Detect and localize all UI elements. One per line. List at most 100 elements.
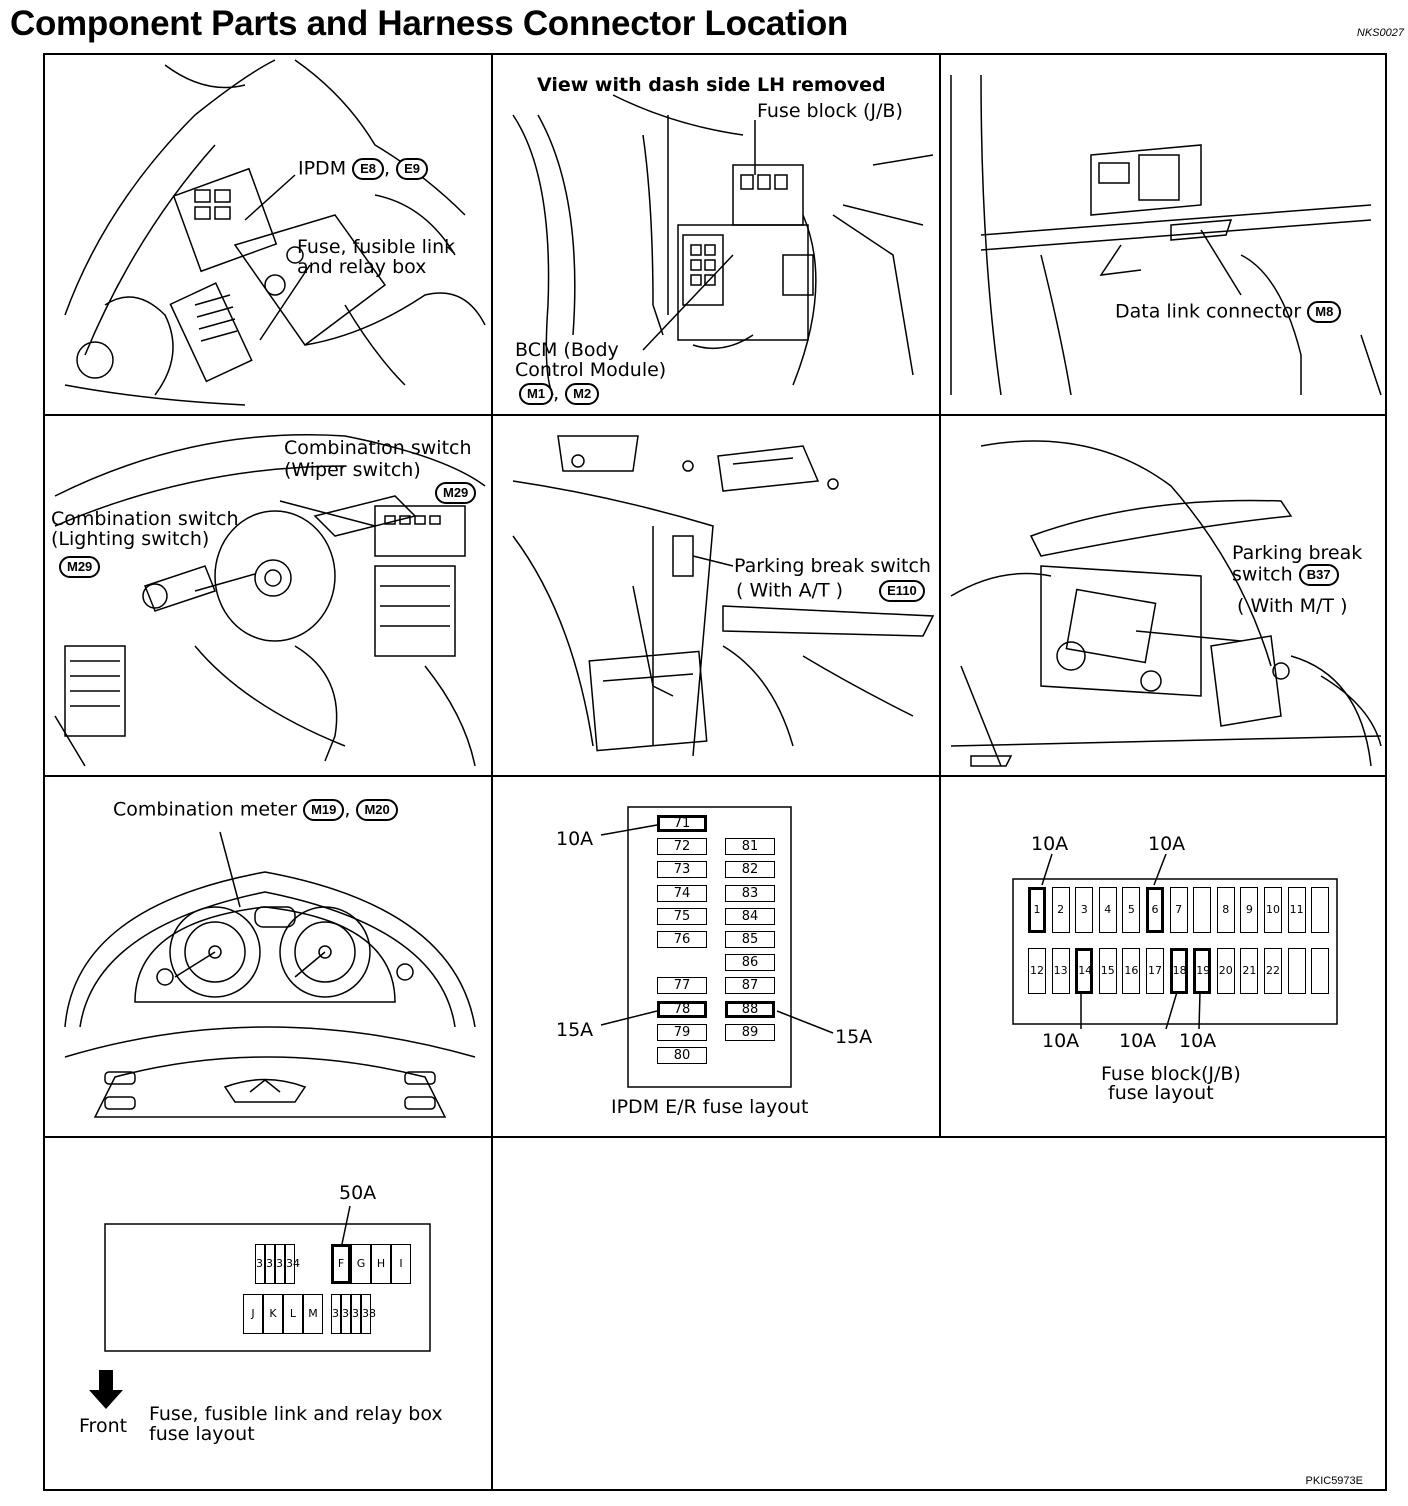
fuse-22: 22 — [1264, 948, 1282, 994]
ipdm-fuse-layout-caption: IPDM E/R fuse layout — [611, 1096, 809, 1118]
lighting-switch-connector: M29 — [59, 556, 101, 578]
lighting-switch-label-line2: (Lighting switch) — [51, 528, 210, 550]
jb-fuse-leaders — [1012, 853, 1338, 1030]
fuse-75: 75 — [657, 908, 707, 925]
fuse-80: 80 — [657, 1047, 707, 1064]
fuse-empty-slot — [1193, 887, 1212, 933]
fuse-F: F — [331, 1244, 351, 1284]
dash-illustration — [512, 94, 934, 396]
fuse-17: 17 — [1146, 948, 1164, 994]
fuse-31: 31 — [255, 1244, 270, 1284]
rating-label-f: 50A — [339, 1182, 377, 1204]
bcm-label-line2: Control Module) — [515, 359, 667, 381]
fuse-16: 16 — [1122, 948, 1141, 994]
fuse-35: 35 — [331, 1294, 346, 1334]
separator: , — [553, 382, 560, 405]
figure-code: PKIC5973E — [1305, 1475, 1363, 1487]
parking-brake-mt-label-line3: ( With M/T ) — [1237, 595, 1348, 617]
engine-room-illustration — [64, 59, 486, 406]
fuse-20: 20 — [1216, 948, 1235, 994]
dlc-label: Data link connector M8 — [1115, 300, 1342, 323]
fuse-36: 36 — [341, 1294, 356, 1334]
connector-badge-e8: E8 — [352, 158, 385, 180]
relay-box-fuse-leaders — [89, 1205, 431, 1409]
connector-badge-e110: E110 — [879, 580, 925, 602]
fuse-78: 78 — [657, 1001, 707, 1018]
fuse-85: 85 — [725, 931, 775, 948]
relay-box-caption-line2: fuse layout — [149, 1423, 255, 1445]
fuse-empty-slot — [1311, 887, 1330, 933]
grid-divider — [45, 775, 1385, 777]
panel-parking-brake-mt-location: Parking break switch B37 ( With M/T ) — [941, 416, 1385, 775]
fuse-empty-slot — [1287, 948, 1306, 994]
fuse-71: 71 — [657, 815, 707, 832]
connector-badge-b37: B37 — [1298, 564, 1339, 586]
fuse-4: 4 — [1098, 887, 1117, 933]
grid-divider — [45, 1136, 1385, 1138]
connector-badge-m29: M29 — [435, 482, 477, 504]
fuse-12: 12 — [1028, 948, 1046, 994]
parking-brake-at-label: ( With A/T ) E110 — [736, 580, 925, 602]
fuse-86: 86 — [725, 954, 775, 971]
panel-combination-switch-location: Combination switch (Wiper switch) M29 Co… — [45, 416, 491, 775]
jb-caption-line2: fuse layout — [1108, 1082, 1214, 1104]
fuse-5: 5 — [1122, 887, 1141, 933]
dlc-text: Data link connector — [1115, 300, 1302, 323]
ipdm-fuse-leaders — [600, 806, 834, 1088]
grid-divider — [45, 414, 1385, 416]
diagram-frame: IPDM E8, E9 Fuse, fusible link and relay… — [43, 53, 1387, 1491]
fuse-I: I — [391, 1244, 411, 1284]
rating-label-88: 15A — [835, 1026, 873, 1048]
fuse-81: 81 — [725, 838, 775, 855]
ipdm-label: IPDM E8, E9 — [298, 157, 429, 180]
fuse-box-label-line2: and relay box — [297, 256, 427, 278]
fuse-34: 34 — [285, 1244, 300, 1284]
wiper-switch-label-line1: Combination switch — [284, 437, 472, 459]
fuse-76: 76 — [657, 931, 707, 948]
reference-code: NKS0027 — [1356, 27, 1404, 39]
jb-caption-line1: Fuse block(J/B) — [1101, 1063, 1241, 1085]
page-title: Component Parts and Harness Connector Lo… — [10, 4, 848, 43]
fuse-19: 19 — [1193, 948, 1212, 994]
ipdm-text: IPDM — [298, 157, 347, 180]
fuse-8: 8 — [1216, 887, 1235, 933]
connector-badge-e9: E9 — [396, 158, 429, 180]
fuse-88: 88 — [725, 1001, 775, 1018]
grid-divider — [491, 55, 493, 1491]
parking-brake-lever-illustration — [950, 440, 1382, 767]
panel-combination-meter-location: Combination meter M19, M20 — [45, 777, 491, 1136]
connector-badge-m19: M19 — [303, 799, 345, 821]
switch-text: switch — [1232, 563, 1293, 586]
connector-badge-m1: M1 — [519, 383, 554, 405]
fuse-15: 15 — [1098, 948, 1117, 994]
grid-divider — [939, 55, 941, 1137]
fuse-37: 37 — [351, 1294, 366, 1334]
connector-badge-m20: M20 — [356, 799, 398, 821]
fuse-21: 21 — [1240, 948, 1259, 994]
lighting-switch-label-line1: Combination switch — [51, 508, 239, 530]
front-arrow-icon — [89, 1370, 123, 1409]
fuse-block-label: Fuse block (J/B) — [757, 100, 903, 122]
parking-brake-mt-label-line1: Parking break — [1232, 542, 1363, 564]
fuse-K: K — [263, 1294, 283, 1334]
wiper-switch-connector: M29 — [435, 482, 477, 504]
view-label: View with dash side LH removed — [537, 74, 886, 96]
fuse-73: 73 — [657, 861, 707, 878]
fuse-72: 72 — [657, 838, 707, 855]
front-label: Front — [79, 1415, 128, 1437]
fuse-empty-slot — [1311, 948, 1330, 994]
fuse-1: 1 — [1028, 887, 1046, 933]
steering-column-illustration — [54, 434, 486, 767]
panel-parking-brake-at-location: Parking break switch ( With A/T ) E110 — [493, 416, 939, 775]
fuse-11: 11 — [1287, 887, 1306, 933]
fuse-83: 83 — [725, 885, 775, 902]
fuse-box-label-line1: Fuse, fusible link — [297, 236, 456, 258]
separator: , — [344, 798, 351, 821]
instrument-cluster-illustration — [64, 831, 476, 1118]
fuse-38: 38 — [361, 1294, 376, 1334]
fuse-13: 13 — [1051, 948, 1070, 994]
fuse-L: L — [283, 1294, 303, 1334]
fuse-H: H — [371, 1244, 391, 1284]
fuse-32: 32 — [265, 1244, 280, 1284]
